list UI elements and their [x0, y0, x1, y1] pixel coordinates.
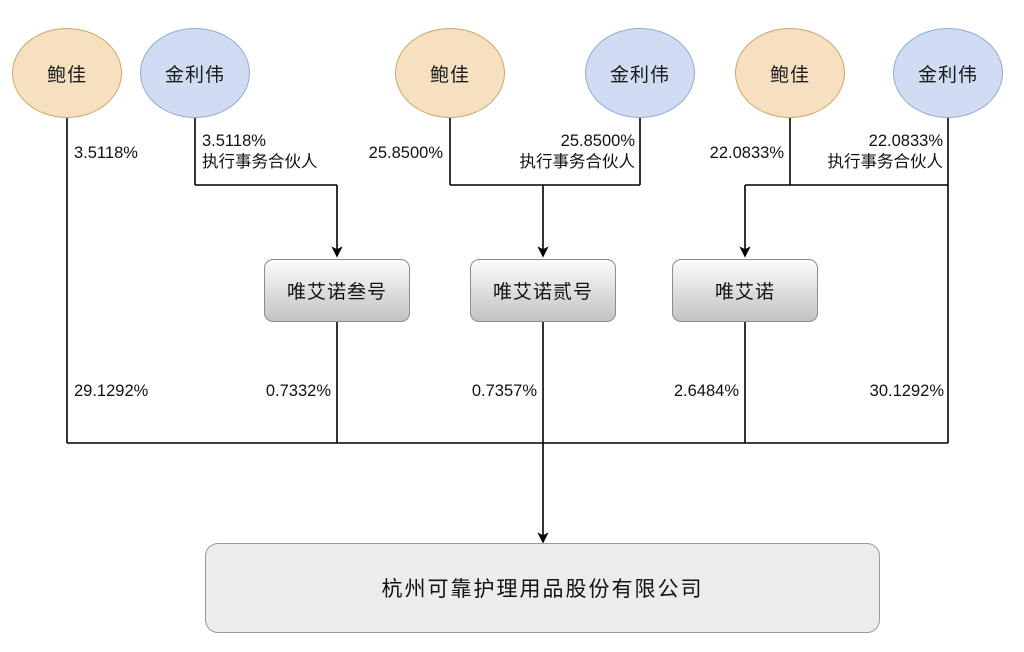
- edge-label-bao-jia-1-to-san-hao: 3.5118%: [74, 143, 138, 164]
- edge-percent: 3.5118%: [74, 144, 138, 162]
- edge-percent: 30.1292%: [869, 382, 944, 400]
- entity-label: 唯艾诺: [714, 282, 775, 303]
- entity-node-weiainuo[interactable]: 唯艾诺: [672, 259, 818, 322]
- edge-percent: 22.0833%: [709, 144, 784, 162]
- entity-node-weiainuo-er-hao[interactable]: 唯艾诺贰号: [470, 259, 616, 322]
- person-label: 金利伟: [609, 64, 670, 86]
- edge-percent: 3.5118%: [202, 132, 266, 150]
- edge-label-jin-li-wei-2-to-er-hao: 25.8500% 执行事务合伙人: [445, 131, 636, 173]
- edge-percent: 0.7332%: [265, 382, 331, 400]
- edge-label-jin-li-wei-3-to-weiainuo: 22.0833% 执行事务合伙人: [748, 131, 944, 173]
- person-node-jin-li-wei-2[interactable]: 金利伟: [585, 28, 695, 118]
- edge-percent: 25.8500%: [368, 144, 443, 162]
- edge-label-bao-jia-3-to-weiainuo: 22.0833%: [604, 143, 784, 164]
- company-node[interactable]: 杭州可靠护理用品股份有限公司: [205, 543, 880, 633]
- person-node-bao-jia-3[interactable]: 鲍佳: [735, 28, 845, 118]
- edge-label-jin-li-wei-1-to-san-hao: 3.5118% 执行事务合伙人: [202, 131, 318, 173]
- edge-percent: 0.7357%: [471, 382, 537, 400]
- edge-label-weiainuo-to-company: 2.6484%: [598, 381, 739, 402]
- edge-role: 执行事务合伙人: [827, 153, 944, 171]
- person-label: 金利伟: [917, 64, 978, 86]
- edge-label-bao-jia-2-to-er-hao: 25.8500%: [259, 143, 443, 164]
- person-label: 鲍佳: [429, 64, 470, 86]
- edge-label-san-hao-to-company: 0.7332%: [190, 381, 331, 402]
- edge-percent: 22.0833%: [868, 132, 943, 150]
- edge-percent: 25.8500%: [560, 132, 635, 150]
- company-label: 杭州可靠护理用品股份有限公司: [381, 578, 704, 601]
- person-label: 金利伟: [164, 64, 225, 86]
- person-label: 鲍佳: [769, 64, 810, 86]
- person-node-bao-jia-1[interactable]: 鲍佳: [12, 28, 122, 118]
- person-node-bao-jia-2[interactable]: 鲍佳: [395, 28, 505, 118]
- entity-label: 唯艾诺贰号: [492, 282, 593, 303]
- edge-percent: 29.1292%: [74, 382, 149, 400]
- edge-label-jin-li-wei-to-company: 30.1292%: [798, 381, 944, 402]
- person-node-jin-li-wei-1[interactable]: 金利伟: [140, 28, 250, 118]
- edge-percent: 2.6484%: [673, 382, 739, 400]
- edge-label-bao-jia-to-company: 29.1292%: [74, 381, 148, 402]
- edge-role: 执行事务合伙人: [519, 153, 636, 171]
- entity-label: 唯艾诺叁号: [286, 282, 387, 303]
- person-label: 鲍佳: [46, 64, 87, 86]
- entity-node-weiainuo-san-hao[interactable]: 唯艾诺叁号: [264, 259, 410, 322]
- edge-role: 执行事务合伙人: [202, 153, 318, 171]
- edge-label-er-hao-to-company: 0.7357%: [396, 381, 537, 402]
- person-node-jin-li-wei-3[interactable]: 金利伟: [893, 28, 1003, 118]
